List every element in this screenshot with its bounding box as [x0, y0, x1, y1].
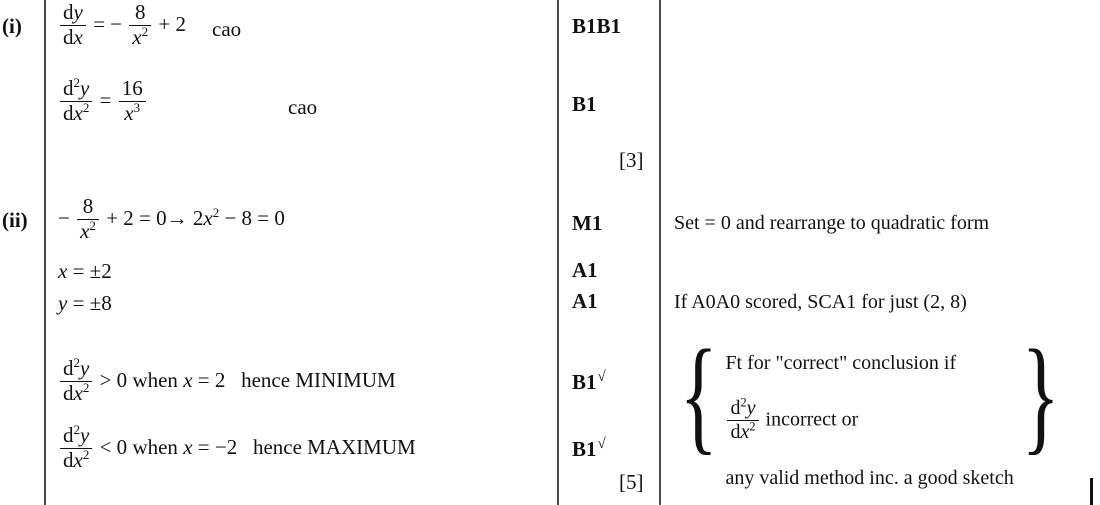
- comment-sca1: If A0A0 scored, SCA1 for just (2, 8): [674, 291, 967, 313]
- mark-b1: B1: [572, 92, 597, 116]
- braced-comment-body: Ft for "correct" conclusion if d2y dx2 i…: [723, 346, 1015, 496]
- fraction-8-over-x2: 8 x2: [77, 194, 99, 243]
- working-line-xvals: x = ±2: [58, 259, 112, 283]
- minus-sign: −: [110, 11, 123, 36]
- mark-b1-ft-maximum: B1√: [572, 437, 606, 462]
- working-line-minimum: d2y dx2 > 0 when x = 2 hence MINIMUM: [58, 356, 396, 406]
- mark-a1-first: A1: [572, 258, 598, 282]
- column-rule-comments: [659, 0, 661, 505]
- working-line-dydx: dy dx = − 8 x2 + 2: [58, 0, 186, 50]
- mark-m1: M1: [572, 211, 603, 235]
- annotation-cao-2: cao: [288, 95, 318, 119]
- tick-icon: √: [597, 436, 606, 452]
- fraction-16-over-x3: 16 x3: [118, 76, 146, 125]
- mark-b1-label: B1: [572, 437, 597, 461]
- marks-total-ii: [5]: [619, 470, 644, 494]
- fraction-d2y-dx2: d2y dx2: [727, 396, 759, 443]
- working-line-quadratic: − 8 x2 + 2 = 0→ 2x2 − 8 = 0: [58, 194, 285, 244]
- x-equals-2: x = 2: [183, 367, 226, 392]
- fraction-d2y-dx2: d2y dx2: [60, 76, 93, 125]
- working-line-yvals: y = ±8: [58, 291, 112, 315]
- x-equals-minus-2: x = −2: [183, 434, 238, 459]
- open-brace-icon: {: [679, 324, 718, 466]
- fraction-d2y-dx2: d2y dx2: [60, 356, 93, 405]
- page-edge-rule: [1090, 478, 1093, 505]
- minus-sign: −: [58, 205, 70, 230]
- mark-b1b1: B1B1: [572, 14, 622, 38]
- tick-icon: √: [597, 369, 606, 385]
- marks-total-i: [3]: [619, 148, 644, 172]
- when-keyword: when: [132, 367, 184, 392]
- plus-two-term: + 2: [158, 11, 186, 36]
- working-line-maximum: d2y dx2 < 0 when x = −2 hence MAXIMUM: [58, 423, 416, 473]
- column-rule-question: [44, 0, 46, 505]
- greater-than-zero: > 0: [99, 367, 128, 392]
- part-label-ii: (ii): [2, 208, 28, 232]
- mark-b1-ft-minimum: B1√: [572, 370, 606, 395]
- quadratic-form: 2x2 − 8 = 0: [187, 204, 285, 230]
- when-keyword: when: [132, 434, 184, 459]
- close-brace-icon: }: [1021, 324, 1060, 466]
- hence-minimum: hence MINIMUM: [230, 367, 396, 392]
- column-rule-marks: [557, 0, 559, 505]
- mark-b1-label: B1: [572, 370, 597, 394]
- annotation-cao-1: cao: [212, 17, 242, 41]
- equals-sign: =: [99, 87, 112, 112]
- working-line-d2ydx2: d2y dx2 = 16 x3: [58, 76, 148, 126]
- braced-comment-line-3: any valid method inc. a good sketch: [725, 467, 1014, 489]
- quadratic-rhs: + 2 = 0: [106, 205, 167, 230]
- braced-comment-line-1: Ft for "correct" conclusion if: [725, 352, 957, 374]
- hence-maximum: hence MAXIMUM: [242, 434, 416, 459]
- equals-sign: =: [93, 11, 105, 36]
- mark-a1-second: A1: [572, 289, 598, 313]
- braced-comment-line-2-text: incorrect or: [765, 408, 859, 431]
- braced-comment-block: { Ft for "correct" conclusion if d2y dx2…: [668, 324, 1060, 496]
- braced-comment-line-2: d2y dx2 incorrect or: [725, 396, 1013, 444]
- fraction-8-over-x2: 8 x2: [129, 0, 152, 49]
- fraction-dy-dx: dy dx: [60, 0, 86, 49]
- comment-set-zero: Set = 0 and rearrange to quadratic form: [674, 212, 990, 234]
- less-than-zero: < 0: [99, 434, 128, 459]
- part-label-i: (i): [2, 14, 22, 38]
- fraction-d2y-dx2: d2y dx2: [60, 423, 93, 472]
- arrow-icon: →: [166, 205, 188, 230]
